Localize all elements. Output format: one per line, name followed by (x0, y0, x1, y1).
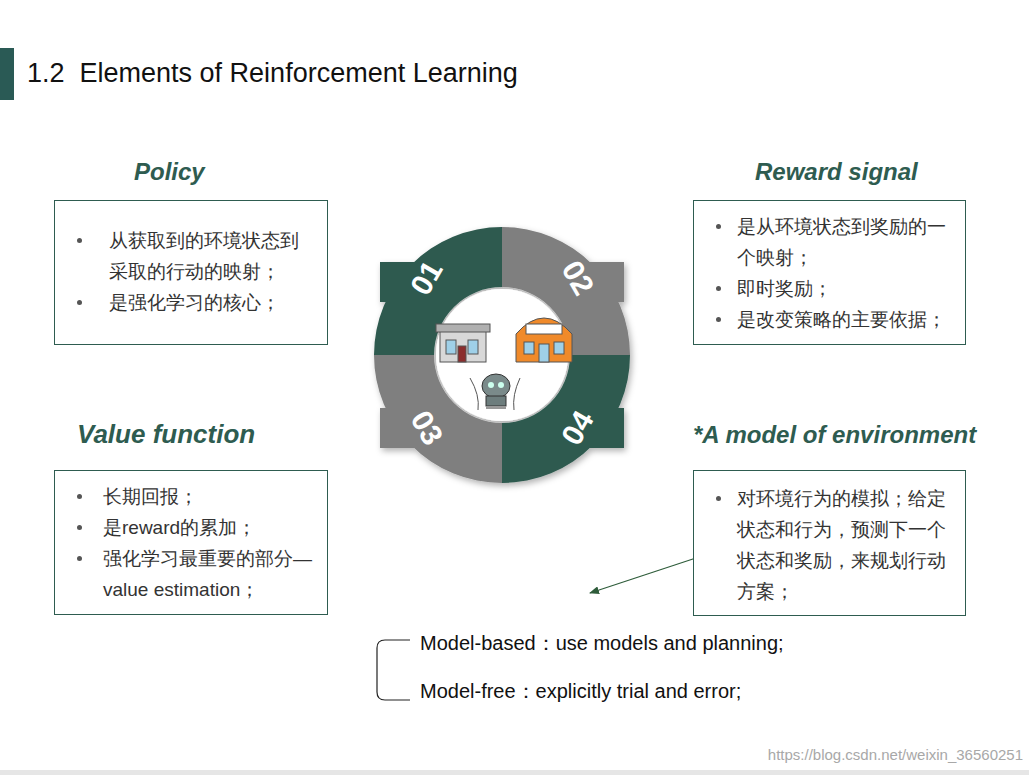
bullet-text: 是改变策略的主要依据； (737, 309, 946, 330)
bullet-text: 是reward的累加； (103, 517, 256, 538)
bullet-text: 对环境行为的模拟；给定状态和行为，预测下一个状态和奖励，来规划行动方案； (737, 488, 946, 602)
agent-illustration (436, 318, 572, 410)
element-card: Reward signal是从环境状态到奖励的一个映射；即时奖励；是改变策略的主… (693, 158, 966, 186)
bullet-text: 强化学习最重要的部分—value estimation； (103, 548, 312, 600)
bullet-text: 从获取到的环境状态到采取的行动的映射； (109, 230, 299, 282)
bullet-text: 是强化学习的核心； (109, 292, 280, 313)
bullet-dot (77, 525, 82, 530)
bullet-text: 是从环境状态到奖励的一个映射； (737, 216, 946, 268)
card-box: 对环境行为的模拟；给定状态和行为，预测下一个状态和奖励，来规划行动方案； (693, 470, 966, 616)
title-bar (0, 48, 14, 100)
watermark: https://blog.csdn.net/weixin_36560251 (768, 746, 1023, 763)
card-heading: *A model of environment (693, 421, 976, 449)
bullet-dot (77, 300, 82, 305)
model-based-note: Model-based：use models and planning; (420, 630, 784, 657)
card-box: 从获取到的环境状态到采取的行动的映射； 是强化学习的核心； (54, 200, 328, 345)
leader-arrow (590, 555, 705, 593)
bullet-dot (77, 238, 82, 243)
element-card: Value function长期回报；是reward的累加；强化学习最重要的部分… (54, 419, 328, 450)
card-box: 长期回报； 是reward的累加； 强化学习最重要的部分—value estimat… (54, 470, 328, 615)
element-card: *A model of environment对环境行为的模拟；给定状态和行为，… (693, 421, 1003, 449)
model-free-note: Model-free：explicitly trial and error; (420, 678, 741, 705)
bracket (377, 640, 410, 700)
bottom-strip (0, 770, 1029, 775)
bullet-text: 长期回报； (103, 486, 198, 507)
bullet-dot (77, 556, 82, 561)
bullet-dot (716, 496, 721, 501)
element-card: Policy从获取到的环境状态到采取的行动的映射；是强化学习的核心； (54, 158, 328, 186)
card-heading: Reward signal (755, 158, 918, 186)
card-heading: Policy (134, 158, 205, 186)
bullet-text: 即时奖励； (737, 278, 832, 299)
bullet-dot (716, 317, 721, 322)
bullet-dot (716, 286, 721, 291)
bullet-dot (77, 494, 82, 499)
slide-title: 1.2 Elements of Reinforcement Learning (27, 58, 518, 89)
card-box: 是从环境状态到奖励的一个映射； 即时奖励； 是改变策略的主要依据； (693, 200, 966, 345)
ring (374, 227, 630, 483)
card-heading: Value function (77, 419, 255, 450)
bullet-dot (716, 224, 721, 229)
